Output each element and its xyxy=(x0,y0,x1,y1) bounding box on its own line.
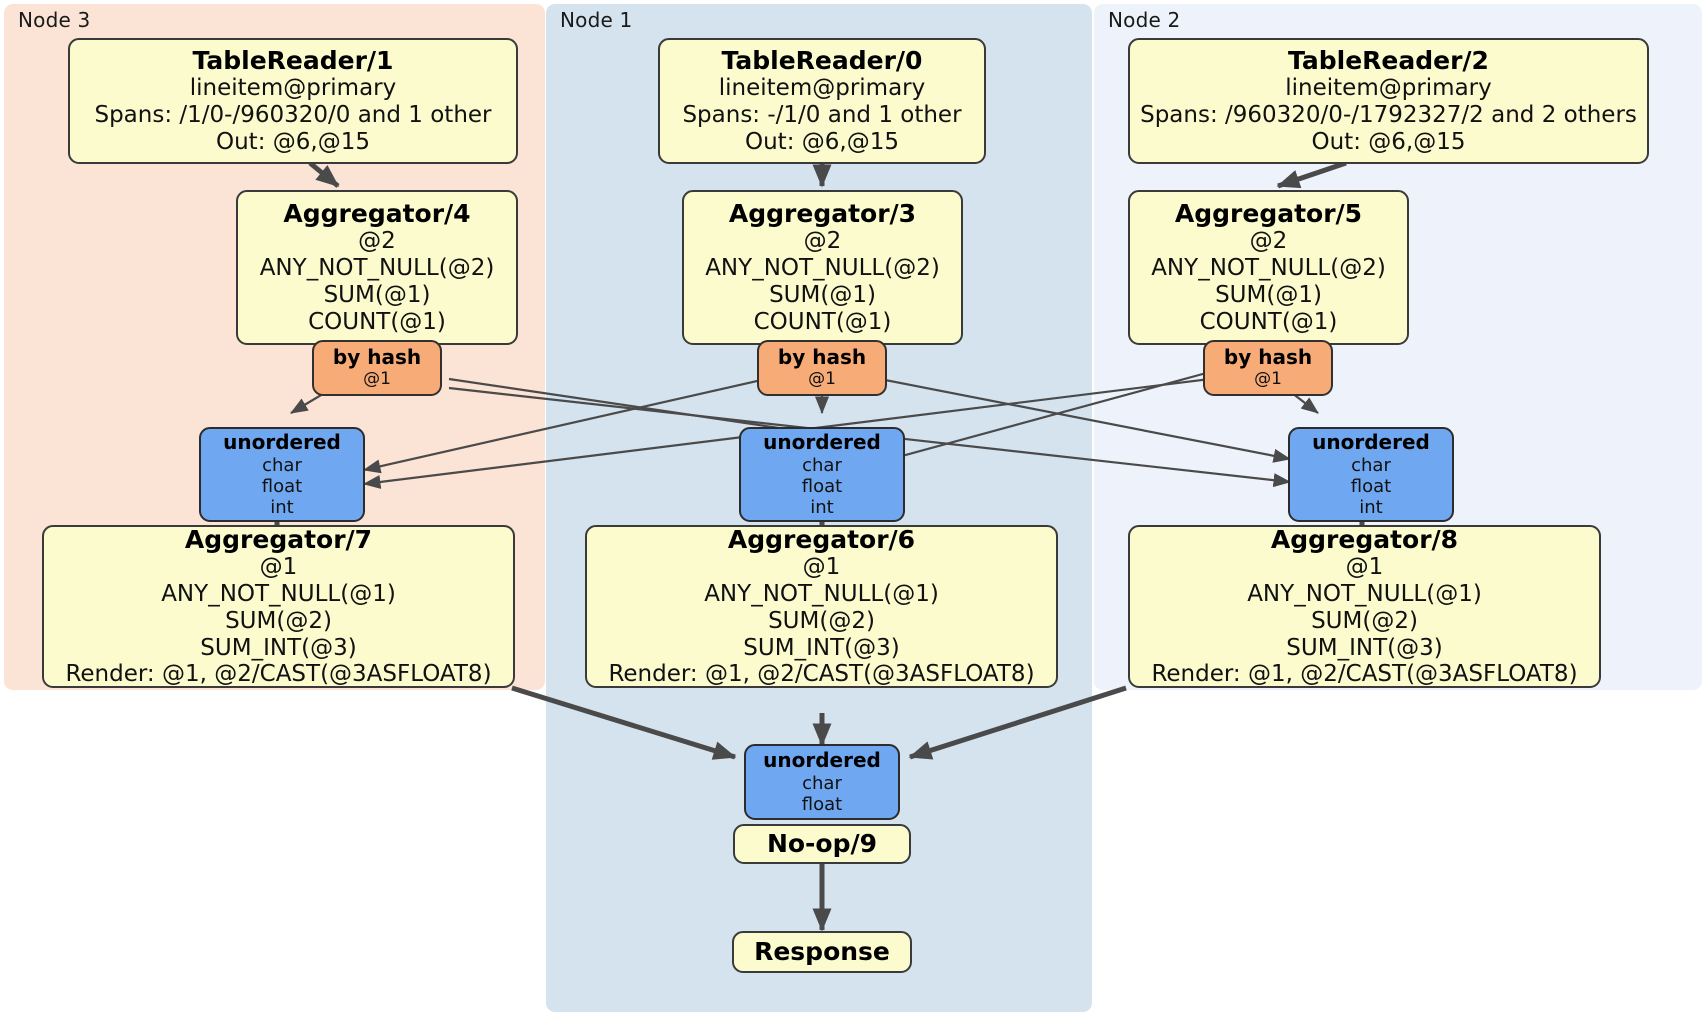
processor-aggregator-5[interactable]: Aggregator/5 @2 ANY_NOT_NULL(@2) SUM(@1)… xyxy=(1128,190,1409,345)
router-by-hash-middle[interactable]: by hash @1 xyxy=(757,340,887,396)
processor-detail: @2 xyxy=(803,228,842,255)
receiver-title: unordered xyxy=(763,748,881,773)
router-by-hash-left[interactable]: by hash @1 xyxy=(312,340,442,396)
router-detail: @1 xyxy=(808,368,836,389)
processor-detail: Out: @6,@15 xyxy=(1311,129,1466,156)
processor-detail: lineitem@primary xyxy=(718,75,926,102)
processor-detail: Out: @6,@15 xyxy=(216,129,370,156)
processor-detail: SUM(@2) xyxy=(1311,607,1418,634)
processor-detail: @2 xyxy=(358,228,396,255)
processor-detail: Spans: /960320/0-/1792327/2 and 2 others xyxy=(1140,102,1637,129)
panel-label-node3: Node 3 xyxy=(18,8,91,32)
receiver-detail: float xyxy=(801,793,843,815)
router-detail: @1 xyxy=(1254,368,1282,389)
processor-detail: ANY_NOT_NULL(@1) xyxy=(161,580,396,607)
processor-table-reader-2[interactable]: TableReader/2 lineitem@primary Spans: /9… xyxy=(1128,38,1649,164)
router-title: by hash xyxy=(332,345,422,370)
processor-title: Aggregator/6 xyxy=(727,524,916,554)
processor-title: Aggregator/7 xyxy=(184,524,373,554)
processor-detail: ANY_NOT_NULL(@1) xyxy=(1247,580,1482,607)
receiver-detail: float xyxy=(1350,475,1392,497)
receiver-detail: int xyxy=(810,496,834,518)
router-by-hash-right[interactable]: by hash @1 xyxy=(1203,340,1333,396)
processor-detail: COUNT(@1) xyxy=(308,309,446,336)
processor-title: No-op/9 xyxy=(766,829,878,859)
processor-detail: COUNT(@1) xyxy=(753,309,892,336)
processor-table-reader-0[interactable]: TableReader/0 lineitem@primary Spans: -/… xyxy=(658,38,986,164)
processor-detail: @2 xyxy=(1249,228,1288,255)
receiver-title: unordered xyxy=(1312,430,1430,455)
processor-title: Aggregator/3 xyxy=(728,199,917,229)
receiver-detail: float xyxy=(261,475,303,497)
processor-title: TableReader/0 xyxy=(721,46,923,76)
receiver-title: unordered xyxy=(763,430,881,455)
receiver-detail: char xyxy=(802,454,842,476)
panel-label-node2: Node 2 xyxy=(1108,8,1181,32)
processor-title: Aggregator/5 xyxy=(1174,199,1363,229)
processor-detail: ANY_NOT_NULL(@2) xyxy=(705,255,940,282)
processor-table-reader-1[interactable]: TableReader/1 lineitem@primary Spans: /1… xyxy=(68,38,518,164)
processor-title: Response xyxy=(754,937,890,967)
processor-aggregator-6[interactable]: Aggregator/6 @1 ANY_NOT_NULL(@1) SUM(@2)… xyxy=(585,525,1058,688)
processor-detail: COUNT(@1) xyxy=(1199,309,1338,336)
receiver-detail: char xyxy=(262,454,302,476)
router-detail: @1 xyxy=(363,368,391,389)
processor-noop-9[interactable]: No-op/9 xyxy=(733,824,911,864)
processor-response[interactable]: Response xyxy=(732,931,912,973)
receiver-unordered-final[interactable]: unordered char float xyxy=(744,744,900,820)
processor-detail: ANY_NOT_NULL(@2) xyxy=(259,255,495,282)
processor-detail: lineitem@primary xyxy=(189,75,397,102)
router-title: by hash xyxy=(777,345,867,370)
processor-detail: SUM_INT(@3) xyxy=(200,634,357,661)
panel-label-node1: Node 1 xyxy=(560,8,633,32)
processor-aggregator-8[interactable]: Aggregator/8 @1 ANY_NOT_NULL(@1) SUM(@2)… xyxy=(1128,525,1601,688)
processor-title: TableReader/1 xyxy=(192,46,394,76)
receiver-unordered-left[interactable]: unordered char float int xyxy=(199,427,365,522)
processor-detail: @1 xyxy=(1345,553,1384,580)
processor-detail: @1 xyxy=(802,553,841,580)
receiver-detail: char xyxy=(802,772,842,794)
receiver-detail: char xyxy=(1351,454,1391,476)
processor-detail: SUM(@1) xyxy=(1215,282,1322,309)
processor-aggregator-7[interactable]: Aggregator/7 @1 ANY_NOT_NULL(@1) SUM(@2)… xyxy=(42,525,515,688)
processor-detail: @1 xyxy=(259,553,298,580)
processor-title: TableReader/2 xyxy=(1288,46,1489,76)
processor-detail: Spans: -/1/0 and 1 other xyxy=(682,102,962,129)
receiver-detail: int xyxy=(270,496,294,518)
processor-detail: SUM(@2) xyxy=(768,607,875,634)
processor-aggregator-4[interactable]: Aggregator/4 @2 ANY_NOT_NULL(@2) SUM(@1)… xyxy=(236,190,518,345)
processor-detail: Spans: /1/0-/960320/0 and 1 other xyxy=(94,102,492,129)
receiver-title: unordered xyxy=(223,430,341,455)
processor-detail: ANY_NOT_NULL(@1) xyxy=(704,580,939,607)
processor-detail: Render: @1, @2/CAST(@3ASFLOAT8) xyxy=(65,661,492,688)
processor-detail: SUM(@1) xyxy=(323,282,431,309)
processor-detail: SUM(@1) xyxy=(769,282,876,309)
processor-detail: SUM_INT(@3) xyxy=(1286,634,1443,661)
processor-title: Aggregator/4 xyxy=(283,199,471,229)
receiver-unordered-right[interactable]: unordered char float int xyxy=(1288,427,1454,522)
processor-detail: ANY_NOT_NULL(@2) xyxy=(1151,255,1386,282)
processor-detail: Render: @1, @2/CAST(@3ASFLOAT8) xyxy=(608,661,1035,688)
processor-aggregator-3[interactable]: Aggregator/3 @2 ANY_NOT_NULL(@2) SUM(@1)… xyxy=(682,190,963,345)
processor-detail: lineitem@primary xyxy=(1285,75,1492,102)
router-title: by hash xyxy=(1223,345,1313,370)
processor-title: Aggregator/8 xyxy=(1270,524,1459,554)
processor-detail: Render: @1, @2/CAST(@3ASFLOAT8) xyxy=(1151,661,1578,688)
processor-detail: SUM_INT(@3) xyxy=(743,634,900,661)
processor-detail: SUM(@2) xyxy=(225,607,332,634)
processor-detail: Out: @6,@15 xyxy=(745,129,899,156)
receiver-unordered-middle[interactable]: unordered char float int xyxy=(739,427,905,522)
receiver-detail: int xyxy=(1359,496,1383,518)
receiver-detail: float xyxy=(801,475,843,497)
